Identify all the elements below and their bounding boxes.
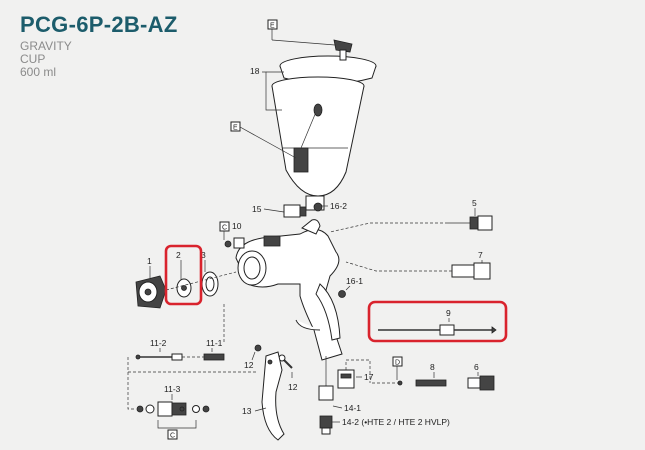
air-inlet-fitting (319, 415, 333, 435)
callout-14-2: 14-2 (•HTE 2 / HTE 2 HVLP) (342, 417, 450, 427)
callout-10: 10 (232, 221, 242, 231)
callout-2: 2 (176, 250, 181, 260)
highlight-needle (367, 300, 508, 343)
part-10 (224, 237, 245, 249)
kit-label-e-mid: E (233, 125, 238, 132)
subtitle-cup: CUP (20, 52, 46, 66)
kit-box-c-top (219, 221, 230, 232)
callout-15: 15 (252, 204, 262, 214)
cup-adapter (283, 204, 307, 218)
kit-box-e-mid (230, 121, 241, 132)
kit-label-c-top: C (222, 225, 227, 232)
callout-16-2: 16-2 (330, 201, 347, 211)
trigger-pin-assembly (135, 353, 225, 361)
kit-label-d: D (395, 360, 400, 367)
subtitle-volume: 600 ml (20, 65, 57, 79)
air-inlet-valve (318, 356, 334, 401)
air-valve (337, 369, 355, 389)
callout-9: 9 (446, 308, 451, 318)
subtitle-gravity: GRAVITY (20, 39, 72, 53)
fluid-adjuster (451, 262, 491, 280)
callout-11-3: 11-3 (164, 384, 181, 394)
retaining-ring (201, 271, 219, 297)
kit-box-e-top (267, 19, 278, 30)
kit-box-d (392, 356, 403, 367)
kit-label-c-bottom: C (170, 433, 175, 440)
callout-18: 18 (250, 66, 260, 76)
callout-6: 6 (474, 362, 479, 372)
gun-body (235, 219, 343, 361)
callout-1: 1 (147, 256, 152, 266)
kit-label-e-top: E (270, 23, 275, 30)
callout-7: 7 (478, 250, 483, 260)
callout-14-1: 14-1 (344, 403, 361, 413)
trigger (261, 351, 285, 441)
callout-17: 17 (364, 372, 374, 382)
model-title: PCG-6P-2B-AZ (20, 12, 178, 37)
callout-13: 13 (242, 406, 252, 416)
highlight-fluid-nozzle (164, 244, 203, 306)
callout-16-1: 16-1 (346, 276, 363, 286)
fluid-nozzle (176, 278, 192, 298)
air-valve-assembly (136, 401, 210, 417)
callout-12-right: 12 (288, 382, 298, 392)
kit-box-c-bottom (167, 429, 178, 440)
callout-8: 8 (430, 362, 435, 372)
callout-3: 3 (201, 250, 206, 260)
part-16-2 (313, 202, 323, 212)
callout-11-2: 11-2 (150, 338, 167, 348)
spreader-valve (448, 215, 493, 231)
needle-spring (397, 379, 447, 387)
cup-body (271, 76, 365, 211)
callout-12-left: 12 (244, 360, 254, 370)
fluid-needle (378, 324, 497, 336)
part-16-1 (338, 290, 346, 298)
callout-5: 5 (472, 198, 477, 208)
adjusting-knob (467, 375, 495, 391)
air-cap (135, 275, 167, 309)
callout-11-1: 11-1 (206, 338, 223, 348)
part-12-left (254, 344, 262, 352)
